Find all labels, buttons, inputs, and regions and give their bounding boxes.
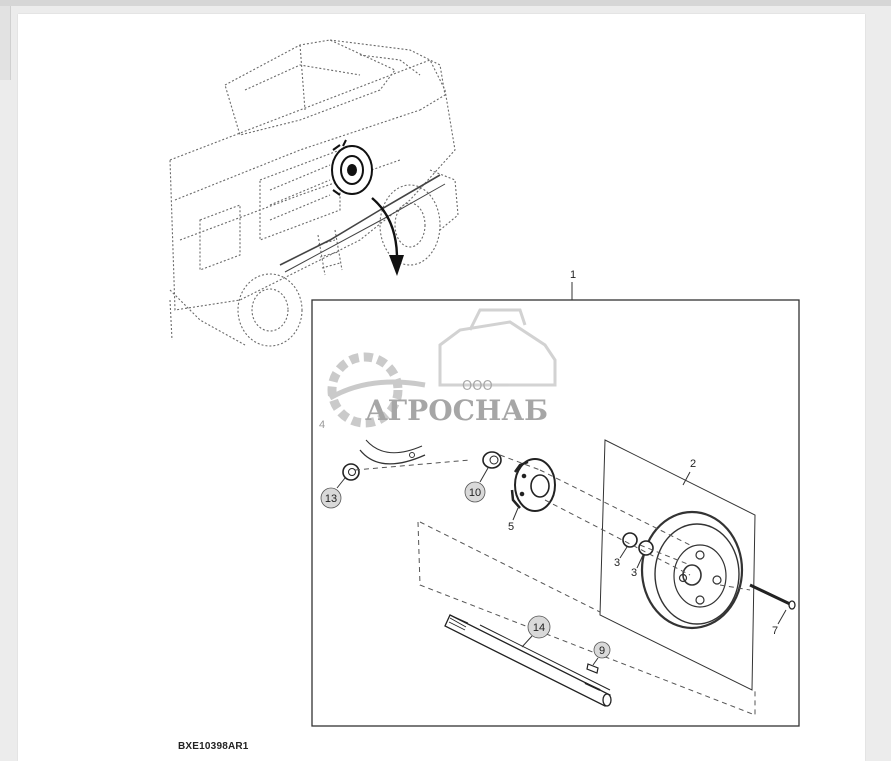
callout-9: 9	[599, 645, 605, 657]
hub-part	[510, 458, 556, 512]
partial-disc-part	[359, 439, 426, 465]
assembly-guide-lines	[354, 454, 756, 716]
watermark-line2: АГРОСНАБ	[365, 394, 548, 427]
key-part	[586, 663, 599, 674]
callout-4: 4	[319, 419, 325, 431]
nut-part	[342, 463, 360, 481]
watermark-line1: ООО	[462, 379, 493, 394]
bolt-part	[749, 583, 796, 610]
nut-part	[482, 451, 502, 469]
figure-code: BXE10398AR1	[178, 741, 249, 752]
callout-14: 14	[533, 622, 545, 634]
shaft-part	[444, 614, 612, 707]
watermark	[327, 308, 557, 428]
detail-frame	[311, 282, 800, 727]
diagram-sheet	[18, 14, 865, 761]
callout-2: 2	[690, 458, 696, 470]
pulley-part	[599, 439, 756, 691]
down-arrow-icon	[371, 197, 404, 276]
pulley-assembly-icon	[331, 139, 373, 196]
gear-logo-icon	[327, 352, 426, 428]
callout-10: 10	[469, 487, 481, 499]
callout-1: 1	[570, 269, 576, 281]
callout-3b: 3	[631, 567, 637, 579]
callout-3a: 3	[614, 557, 620, 569]
left-edge-strip	[0, 6, 11, 80]
callout-5: 5	[508, 521, 514, 533]
window-top-bar	[0, 0, 891, 6]
callout-13: 13	[325, 493, 337, 505]
bushing-part	[622, 532, 654, 556]
combine-harvester-illustration	[169, 39, 459, 347]
callout-7: 7	[772, 625, 778, 637]
